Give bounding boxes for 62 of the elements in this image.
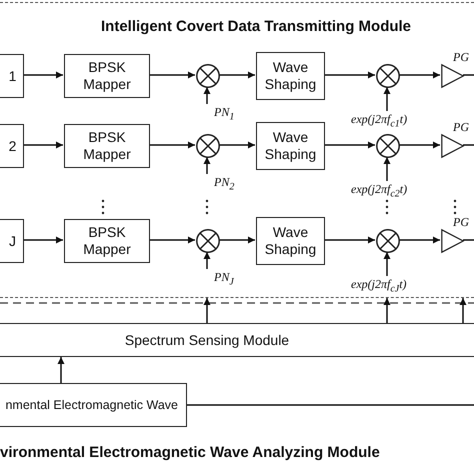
multiplier-symbol	[376, 229, 400, 253]
arrow	[149, 142, 195, 148]
arrow	[460, 298, 466, 323]
gain-label: PG	[453, 50, 469, 65]
connector-line	[463, 144, 474, 146]
arrow	[399, 236, 440, 244]
module-band	[0, 323, 474, 357]
process-box: J	[0, 219, 24, 263]
signal-label: PN$_{2}$	[214, 175, 234, 192]
arrow	[384, 157, 390, 181]
dashed-module-frame	[0, 2, 474, 298]
arrow	[23, 236, 63, 244]
arrow	[324, 236, 375, 244]
arrow	[204, 298, 210, 323]
arrow	[23, 72, 63, 78]
arrow	[149, 236, 195, 244]
arrow	[324, 142, 375, 148]
arrow	[204, 87, 210, 104]
arrow	[219, 72, 255, 78]
arrow	[204, 252, 210, 269]
arrow	[324, 72, 375, 78]
signal-label: exp(j2πf$_{c2}$t)	[351, 182, 408, 200]
process-box: BPSK Mapper	[64, 54, 150, 98]
multiplier-symbol	[376, 134, 400, 158]
arrow	[384, 87, 390, 111]
arrow	[399, 72, 440, 78]
signal-label: exp(j2πf$_{cJ}$t)	[351, 277, 407, 294]
amplifier-symbol	[441, 64, 464, 88]
process-box: Wave Shaping	[256, 52, 325, 100]
gain-label: PG	[453, 215, 469, 230]
amplifier-symbol	[441, 229, 464, 253]
arrow	[399, 142, 440, 148]
process-box: 2	[0, 124, 24, 168]
process-box: 1	[0, 54, 24, 98]
multiplier-symbol	[196, 134, 220, 158]
module-title: Spectrum Sensing Module	[124, 332, 290, 348]
arrow	[219, 142, 255, 148]
connector-line	[463, 239, 474, 241]
arrow	[384, 298, 390, 323]
amplifier-symbol	[441, 134, 464, 158]
arrow	[58, 357, 64, 383]
multiplier-symbol	[196, 64, 220, 88]
process-box: BPSK Mapper	[64, 219, 150, 263]
process-box: Wave Shaping	[256, 122, 325, 170]
arrow	[149, 72, 195, 78]
signal-label: exp(j2πf$_{c1}$t)	[351, 112, 408, 130]
arrow	[204, 157, 210, 174]
process-box: nmental Electromagnetic Wave	[0, 383, 187, 427]
process-box: Wave Shaping	[256, 217, 325, 265]
module-title: Intelligent Covert Data Transmitting Module	[101, 18, 412, 35]
arrow	[219, 236, 255, 244]
multiplier-symbol	[196, 229, 220, 253]
gain-label: PG	[453, 120, 469, 135]
arrow	[23, 142, 63, 148]
signal-label: PN$_{J}$	[214, 270, 234, 288]
multiplier-symbol	[376, 64, 400, 88]
arrow	[384, 252, 390, 276]
signal-label: PN$_{1}$	[214, 105, 234, 122]
connector-line	[463, 74, 474, 76]
connector-line	[187, 404, 474, 406]
process-box: BPSK Mapper	[64, 124, 150, 168]
module-title: vironmental Electromagnetic Wave Analyzing Module	[0, 444, 380, 461]
